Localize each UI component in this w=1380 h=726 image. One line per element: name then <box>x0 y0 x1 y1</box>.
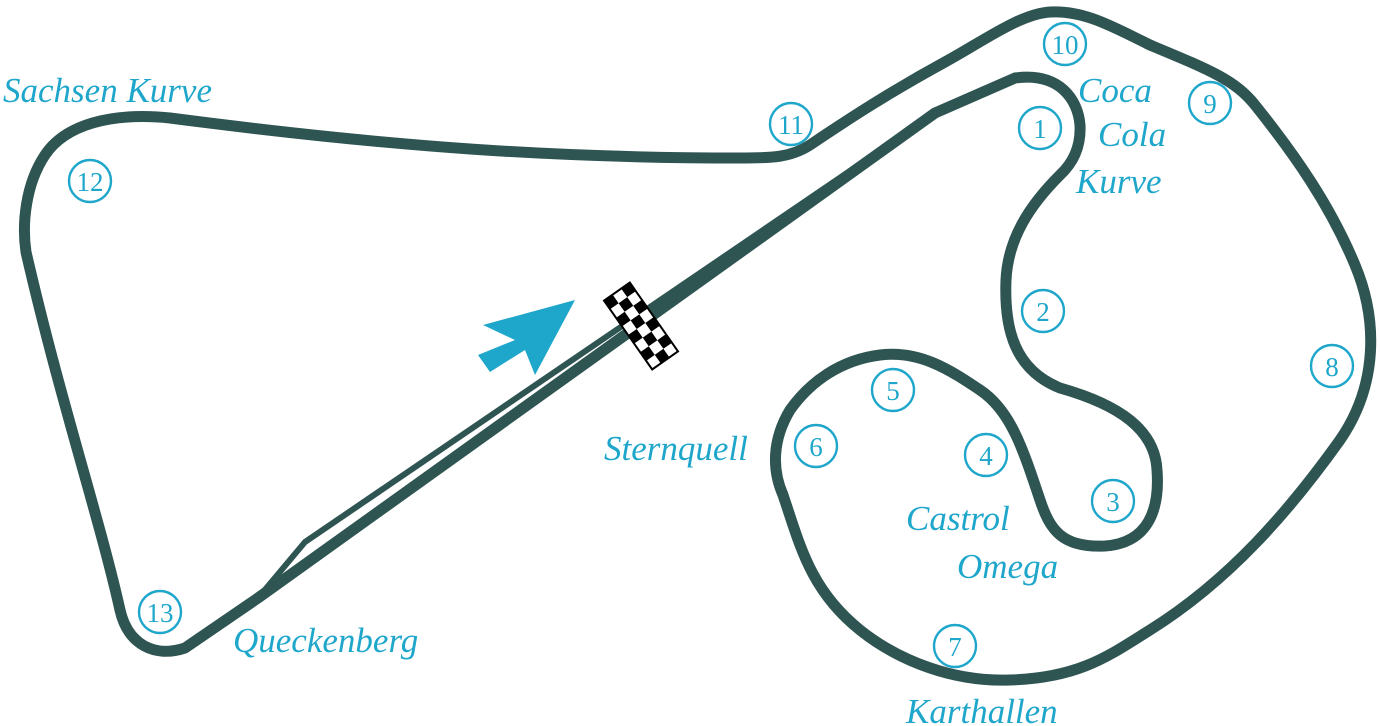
corner-circle <box>1042 21 1088 67</box>
corner-marker-11: 11 <box>768 101 814 147</box>
corner-name-coca-cola-line-1: Coca <box>1078 71 1152 110</box>
corner-name-coca-cola-line-2: Cola <box>1098 115 1166 154</box>
corner-number: 1 <box>1033 114 1047 144</box>
corner-circle <box>793 423 839 469</box>
corner-number: 4 <box>979 441 993 471</box>
corner-number: 12 <box>77 167 104 197</box>
direction-arrow-icon <box>478 300 575 375</box>
corner-marker-8: 8 <box>1309 343 1355 389</box>
corner-number: 9 <box>1203 89 1217 119</box>
corner-circle <box>1017 105 1063 151</box>
corner-marker-13: 13 <box>137 589 183 635</box>
corner-number: 6 <box>809 432 823 462</box>
corner-circle <box>870 367 916 413</box>
corner-number: 3 <box>1106 487 1120 517</box>
corner-circle <box>137 589 183 635</box>
corner-circle <box>67 158 113 204</box>
corner-circle <box>768 101 814 147</box>
corner-circle <box>932 623 978 669</box>
corner-marker-9: 9 <box>1187 80 1233 126</box>
track-main-loop <box>18 6 1377 686</box>
corner-circle <box>1309 343 1355 389</box>
corner-number: 13 <box>147 598 174 628</box>
corner-circle <box>1090 478 1136 524</box>
corner-number: 10 <box>1052 30 1079 60</box>
corner-name-castrol-line-2: Omega <box>957 547 1058 586</box>
corner-circle <box>1187 80 1233 126</box>
corner-circle <box>1020 288 1066 334</box>
corner-number: 5 <box>886 376 900 406</box>
corner-name-castrol-line-1: Castrol <box>906 499 1010 538</box>
corner-marker-4: 4 <box>963 432 1009 478</box>
corner-names: Coca Cola Kurve Sachsen Kurve Sternquell… <box>3 71 1166 726</box>
corner-name-sachsen-kurve: Sachsen Kurve <box>3 71 212 110</box>
corner-marker-3: 3 <box>1090 478 1136 524</box>
corner-number: 8 <box>1325 352 1339 382</box>
corner-name-coca-cola-line-3: Kurve <box>1075 162 1162 201</box>
corner-circle <box>963 432 1009 478</box>
corner-marker-6: 6 <box>793 423 839 469</box>
corner-marker-10: 10 <box>1042 21 1088 67</box>
corner-number: 7 <box>948 632 962 662</box>
corner-marker-7: 7 <box>932 623 978 669</box>
corner-name-sternquell: Sternquell <box>604 429 748 468</box>
corner-name-queckenberg: Queckenberg <box>233 621 418 660</box>
corner-marker-5: 5 <box>870 367 916 413</box>
corner-marker-2: 2 <box>1020 288 1066 334</box>
corner-number: 11 <box>778 110 804 140</box>
corner-marker-1: 1 <box>1017 105 1063 151</box>
checkered-flag-icon <box>602 281 680 371</box>
corner-number: 2 <box>1036 297 1050 327</box>
corner-name-karthallen: Karthallen <box>905 692 1058 726</box>
pit-lane <box>255 110 938 601</box>
corner-marker-12: 12 <box>67 158 113 204</box>
